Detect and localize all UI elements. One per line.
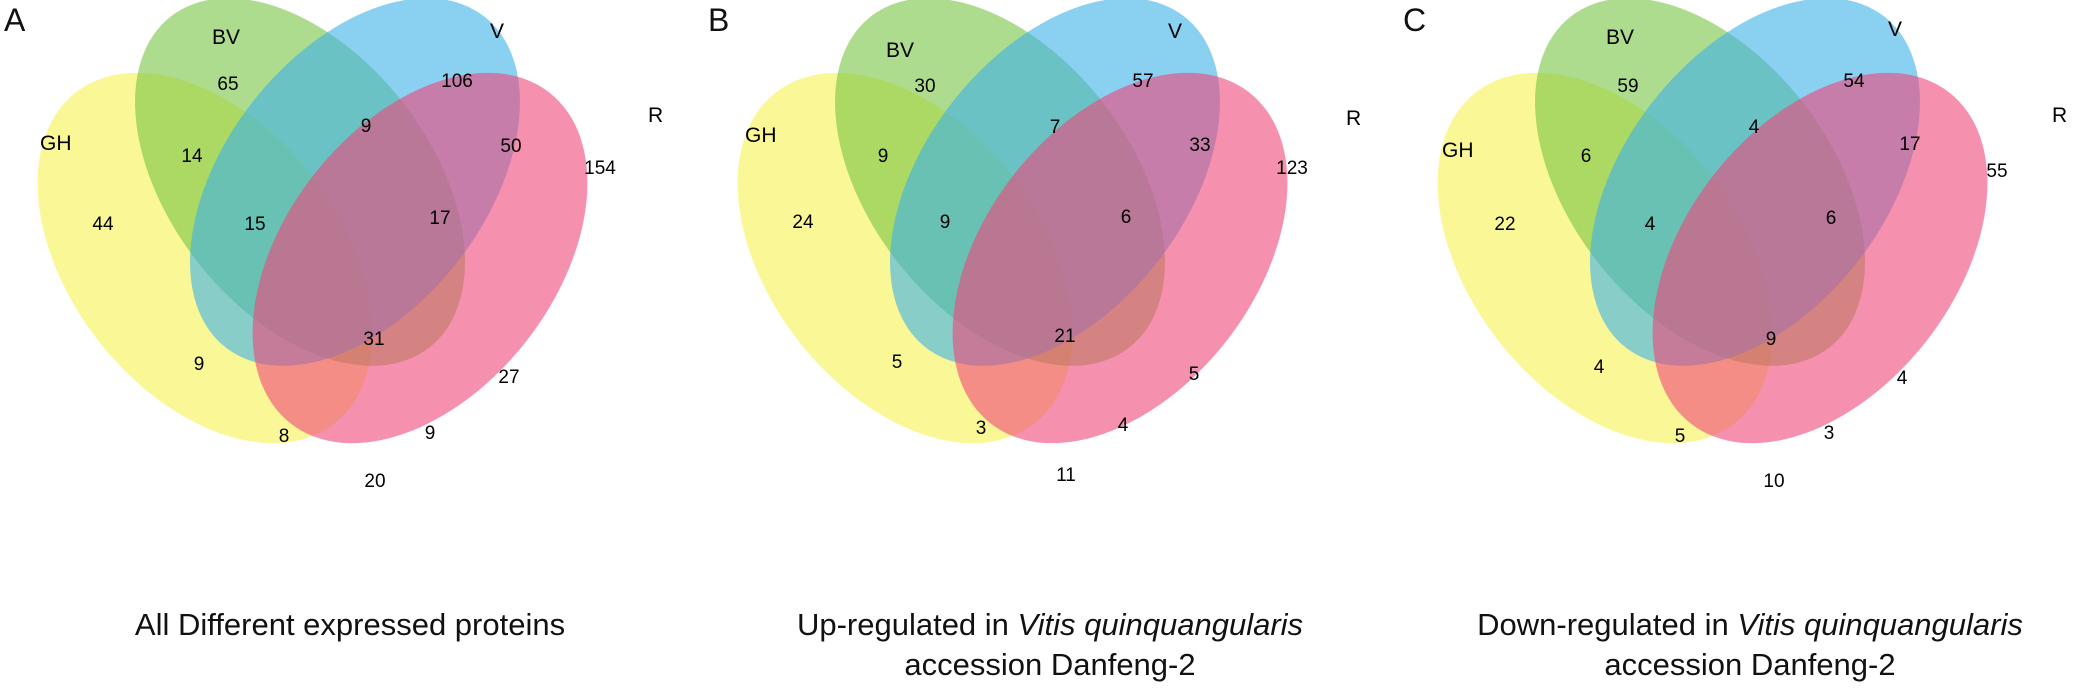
count-v-only: 57 xyxy=(1132,71,1153,92)
panel-caption: All Different expressed proteins xyxy=(0,605,700,645)
count-bv-v: 4 xyxy=(1749,117,1760,138)
venn-diagram: GH BV V R 22 59 54 55 6 4 17 4 6 9 4 4 5… xyxy=(1437,0,2067,492)
set-label-v: V xyxy=(490,20,504,43)
panel-caption: Up-regulated in Vitis quinquangularis ac… xyxy=(700,605,1400,685)
count-all: 21 xyxy=(1054,326,1075,347)
set-label-r: R xyxy=(2052,104,2067,127)
panel-letter: B xyxy=(708,2,730,38)
count-gh-bv-r: 9 xyxy=(425,423,436,444)
set-label-bv: BV xyxy=(1606,26,1634,49)
panel-caption: Down-regulated in Vitis quinquangularis … xyxy=(1400,605,2100,685)
count-v-only: 106 xyxy=(441,71,473,92)
set-label-gh: GH xyxy=(40,132,72,155)
set-r-ellipse xyxy=(1652,72,1988,444)
count-gh-bv-r: 4 xyxy=(1118,415,1129,436)
count-gh-v: 9 xyxy=(194,354,205,375)
set-label-gh: GH xyxy=(745,124,777,147)
count-bv-v: 7 xyxy=(1050,117,1061,138)
count-gh-bv-v: 9 xyxy=(940,212,951,233)
count-all: 9 xyxy=(1766,329,1777,350)
count-r-only: 154 xyxy=(584,158,616,179)
count-gh-bv-v: 4 xyxy=(1645,214,1656,235)
count-all: 31 xyxy=(363,329,384,350)
venn-panel-c: C GH BV V R 22 59 54 55 6 4 17 4 6 9 4 4… xyxy=(1400,0,2100,695)
count-bv-v-r: 6 xyxy=(1121,207,1132,228)
count-r-only: 123 xyxy=(1276,158,1308,179)
caption-line1: Down-regulated in xyxy=(1477,607,1738,642)
count-gh-v: 5 xyxy=(892,352,903,373)
count-gh-v-r: 8 xyxy=(279,426,290,447)
set-label-v: V xyxy=(1888,18,1902,41)
count-gh-bv-v: 15 xyxy=(244,214,265,235)
caption-line2: accession Danfeng-2 xyxy=(904,647,1196,682)
venn-diagram: GH BV V R 24 30 57 123 9 7 33 9 6 21 5 5… xyxy=(737,0,1361,486)
count-bv-r: 5 xyxy=(1189,364,1200,385)
count-gh-v: 4 xyxy=(1594,357,1605,378)
count-gh-v-r: 5 xyxy=(1675,426,1686,447)
panel-letter: C xyxy=(1403,2,1427,38)
count-bv-v-r: 17 xyxy=(429,208,450,229)
panel-letter: A xyxy=(4,2,26,38)
set-label-gh: GH xyxy=(1442,139,1474,162)
count-bv-r: 4 xyxy=(1897,368,1908,389)
caption-line2: accession Danfeng-2 xyxy=(1604,647,1896,682)
set-label-v: V xyxy=(1168,20,1182,43)
venn-panel-b: B GH BV V R 24 30 57 123 9 7 33 9 6 21 5… xyxy=(700,0,1400,695)
count-gh-bv: 14 xyxy=(181,146,203,167)
count-bv-v-r: 6 xyxy=(1826,208,1837,229)
count-gh-r: 10 xyxy=(1763,471,1784,492)
count-bv-only: 65 xyxy=(217,74,238,95)
count-gh-bv-r: 3 xyxy=(1824,423,1835,444)
count-r-only: 55 xyxy=(1986,161,2007,182)
venn-diagram: GH BV V R 44 65 106 154 14 9 50 15 17 31… xyxy=(37,0,663,492)
caption-species: Vitis quinquangularis xyxy=(1017,607,1304,642)
count-bv-only: 59 xyxy=(1617,76,1638,97)
count-gh-r: 11 xyxy=(1056,465,1076,486)
count-bv-r: 27 xyxy=(498,367,519,388)
count-bv-only: 30 xyxy=(914,76,935,97)
count-v-r: 50 xyxy=(500,136,521,157)
count-v-r: 33 xyxy=(1189,135,1210,156)
count-v-only: 54 xyxy=(1843,71,1865,92)
count-gh-bv: 9 xyxy=(878,146,889,167)
caption-species: Vitis quinquangularis xyxy=(1737,607,2023,642)
caption-line1: All Different expressed proteins xyxy=(134,607,566,642)
set-r-ellipse xyxy=(952,72,1288,444)
count-v-r: 17 xyxy=(1899,134,1920,155)
count-gh-r: 20 xyxy=(364,471,385,492)
set-r-ellipse xyxy=(252,72,588,444)
count-gh-bv: 6 xyxy=(1581,146,1592,167)
count-gh-only: 44 xyxy=(92,214,114,235)
set-label-bv: BV xyxy=(212,26,240,49)
set-label-r: R xyxy=(648,104,663,127)
count-gh-only: 24 xyxy=(792,212,814,233)
venn-panel-a: A GH BV V R 44 65 106 154 14 9 50 15 17 … xyxy=(0,0,700,695)
set-label-r: R xyxy=(1346,107,1361,130)
count-gh-only: 22 xyxy=(1494,214,1515,235)
set-label-bv: BV xyxy=(886,39,914,62)
caption-line1: Up-regulated in xyxy=(796,607,1018,642)
count-bv-v: 9 xyxy=(361,116,372,137)
count-gh-v-r: 3 xyxy=(976,418,987,439)
